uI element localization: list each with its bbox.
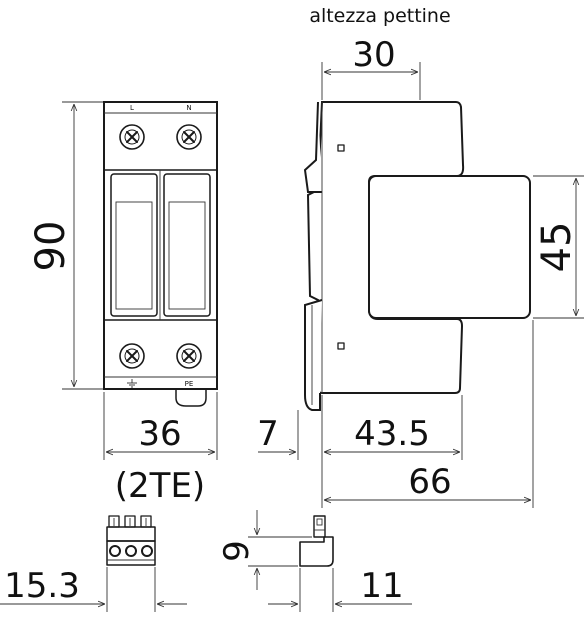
dimension-43-5: 43.5 — [321, 395, 463, 508]
dimension-36-label: 36 — [138, 414, 181, 454]
dimension-11: 11 — [268, 566, 412, 612]
left-module — [110, 173, 158, 317]
terminal-screw-l-icon — [119, 124, 145, 150]
terminal-screw-bottom-left-icon — [119, 343, 145, 369]
dimension-15-3: 15.3 — [0, 566, 187, 612]
terminal-screw-n-icon — [176, 124, 202, 150]
front-view: L N PE — [103, 101, 218, 407]
dimension-9: 9 — [217, 510, 312, 590]
dimension-36: 36 (2TE) — [103, 392, 218, 506]
dimension-9-label: 9 — [217, 540, 257, 562]
side-view-latch-top — [337, 144, 345, 152]
right-module — [163, 173, 211, 317]
side-view — [303, 101, 531, 411]
front-view-outline — [103, 101, 218, 390]
terminal-label-l: L — [130, 104, 134, 112]
side-view-plug-module — [368, 175, 531, 319]
terminal-screw-pe-icon — [176, 343, 202, 369]
dimension-11-label: 11 — [360, 566, 403, 606]
dimension-45: 45 — [533, 175, 584, 319]
dimension-90: 90 — [28, 101, 103, 390]
connector-front-view — [106, 515, 156, 566]
module-count-label: (2TE) — [115, 466, 205, 506]
dimension-15-3-label: 15.3 — [4, 566, 80, 606]
side-view-top-hook — [303, 101, 322, 193]
dimension-7-label: 7 — [257, 414, 279, 454]
dimension-66: 66 — [324, 320, 534, 508]
dimension-43-5-label: 43.5 — [354, 414, 430, 454]
side-view-latch-bottom — [337, 342, 345, 350]
dimension-90-label: 90 — [28, 221, 74, 272]
comb-height-title: altezza pettine — [309, 5, 450, 27]
side-view-rail-clip — [304, 299, 323, 411]
connector-side-view — [299, 515, 334, 567]
terminal-label-pe: PE — [185, 380, 194, 388]
dimension-30-label: 30 — [352, 35, 395, 75]
din-rail-clip — [175, 388, 207, 407]
ground-symbol-icon — [127, 379, 137, 388]
dimension-45-label: 45 — [534, 222, 580, 273]
dimension-30: 30 — [321, 35, 421, 100]
terminal-label-n: N — [186, 104, 191, 112]
dimension-7: 7 — [257, 410, 299, 460]
dimension-66-label: 66 — [408, 462, 451, 502]
